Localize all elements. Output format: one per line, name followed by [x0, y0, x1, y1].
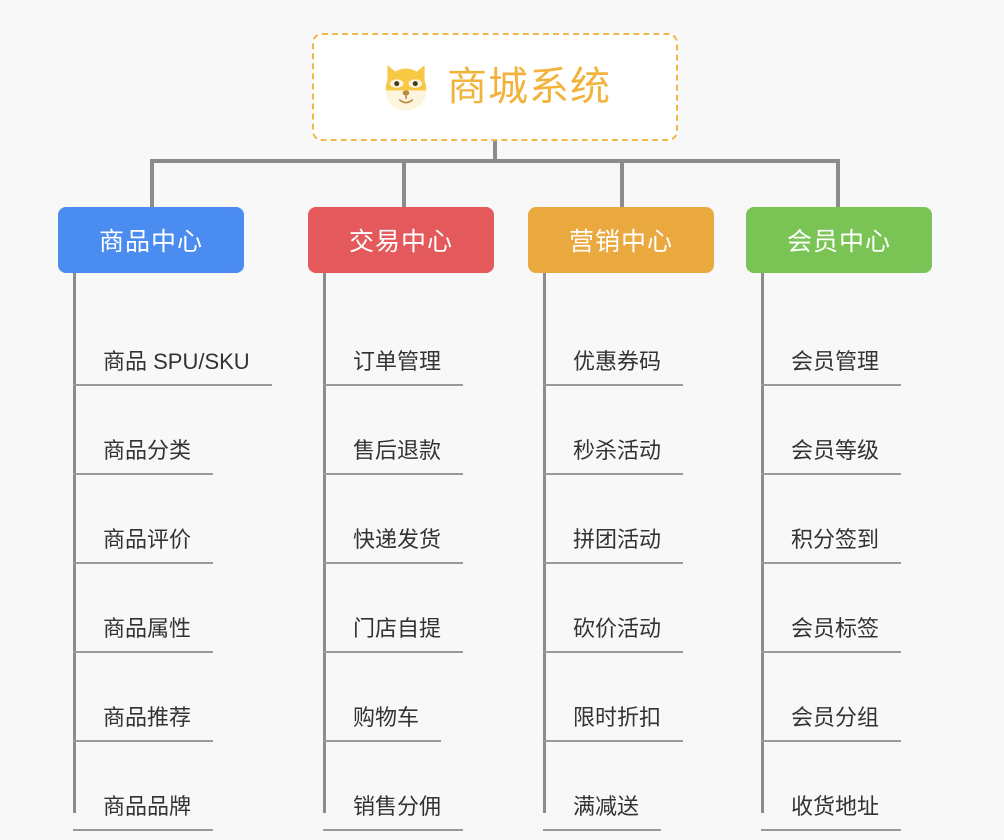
leaf-item[interactable]: 订单管理: [323, 297, 524, 386]
leaf-label: 商品品牌: [73, 796, 214, 831]
leaf-item[interactable]: 会员标签: [761, 564, 956, 653]
connector-horizontal-bus: [150, 159, 840, 163]
branch-marketing-center: 营销中心 优惠券码 秒杀活动 拼团活动 砍价活动 限时折扣 满减送: [528, 207, 736, 831]
leaf-item[interactable]: 优惠券码: [543, 297, 736, 386]
leaf-label: 购物车: [323, 707, 442, 742]
leaf-label: 商品推荐: [73, 707, 214, 742]
connector-drop-member-center: [836, 159, 840, 207]
leaf-label: 商品分类: [73, 440, 214, 475]
leaf-list-product-center: 商品 SPU/SKU 商品分类 商品评价 商品属性 商品推荐 商品品牌: [58, 273, 288, 831]
root-node-card[interactable]: 商城系统: [312, 33, 678, 141]
leaf-item[interactable]: 秒杀活动: [543, 386, 736, 475]
connector-drop-trade-center: [402, 159, 406, 207]
leaf-label: 商品评价: [73, 529, 214, 564]
leaf-label: 销售分佣: [323, 796, 464, 831]
leaf-label: 优惠券码: [543, 351, 684, 386]
leaf-label: 会员分组: [761, 707, 902, 742]
leaf-list-trade-center: 订单管理 售后退款 快递发货 门店自提 购物车 销售分佣: [308, 273, 524, 831]
leaf-label: 门店自提: [323, 618, 464, 653]
branch-member-center: 会员中心 会员管理 会员等级 积分签到 会员标签 会员分组 收货地址: [746, 207, 956, 831]
leaf-label: 秒杀活动: [543, 440, 684, 475]
leaf-item[interactable]: 商品品牌: [73, 742, 288, 831]
category-node-trade-center[interactable]: 交易中心: [308, 207, 494, 273]
leaf-item[interactable]: 限时折扣: [543, 653, 736, 742]
branch-trade-center: 交易中心 订单管理 售后退款 快递发货 门店自提 购物车 销售分佣: [308, 207, 524, 831]
leaf-list-marketing-center: 优惠券码 秒杀活动 拼团活动 砍价活动 限时折扣 满减送: [528, 273, 736, 831]
connector-drop-product-center: [150, 159, 154, 207]
leaf-item[interactable]: 售后退款: [323, 386, 524, 475]
category-node-marketing-center[interactable]: 营销中心: [528, 207, 714, 273]
leaf-item[interactable]: 会员等级: [761, 386, 956, 475]
leaf-item[interactable]: 购物车: [323, 653, 524, 742]
leaf-item[interactable]: 收货地址: [761, 742, 956, 831]
leaf-item[interactable]: 商品分类: [73, 386, 288, 475]
leaf-label: 收货地址: [761, 796, 902, 831]
leaf-label: 限时折扣: [543, 707, 684, 742]
category-node-member-center[interactable]: 会员中心: [746, 207, 932, 273]
leaf-label: 订单管理: [323, 351, 464, 386]
leaf-label: 商品属性: [73, 618, 214, 653]
leaf-label: 快递发货: [323, 529, 464, 564]
leaf-item[interactable]: 商品 SPU/SKU: [73, 297, 288, 386]
leaf-label: 会员等级: [761, 440, 902, 475]
leaf-label: 积分签到: [761, 529, 902, 564]
category-node-product-center[interactable]: 商品中心: [58, 207, 244, 273]
leaf-label: 会员管理: [761, 351, 902, 386]
leaf-item[interactable]: 会员分组: [761, 653, 956, 742]
leaf-item[interactable]: 门店自提: [323, 564, 524, 653]
leaf-label: 满减送: [543, 796, 662, 831]
leaf-label: 售后退款: [323, 440, 464, 475]
leaf-item[interactable]: 商品推荐: [73, 653, 288, 742]
leaf-item[interactable]: 砍价活动: [543, 564, 736, 653]
leaf-item[interactable]: 满减送: [543, 742, 736, 831]
branch-product-center: 商品中心 商品 SPU/SKU 商品分类 商品评价 商品属性 商品推荐 商品品牌: [58, 207, 288, 831]
leaf-item[interactable]: 会员管理: [761, 297, 956, 386]
connector-root-stem: [493, 141, 497, 162]
leaf-list-member-center: 会员管理 会员等级 积分签到 会员标签 会员分组 收货地址: [746, 273, 956, 831]
leaf-item[interactable]: 销售分佣: [323, 742, 524, 831]
leaf-label: 砍价活动: [543, 618, 684, 653]
root-node-title: 商城系统: [447, 65, 611, 109]
shiba-dog-face-icon: [385, 65, 427, 111]
leaf-label: 拼团活动: [543, 529, 684, 564]
leaf-item[interactable]: 商品属性: [73, 564, 288, 653]
leaf-item[interactable]: 拼团活动: [543, 475, 736, 564]
leaf-label: 会员标签: [761, 618, 902, 653]
connector-drop-marketing-center: [620, 159, 624, 207]
leaf-item[interactable]: 商品评价: [73, 475, 288, 564]
leaf-label: 商品 SPU/SKU: [73, 351, 272, 386]
leaf-item[interactable]: 快递发货: [323, 475, 524, 564]
leaf-item[interactable]: 积分签到: [761, 475, 956, 564]
